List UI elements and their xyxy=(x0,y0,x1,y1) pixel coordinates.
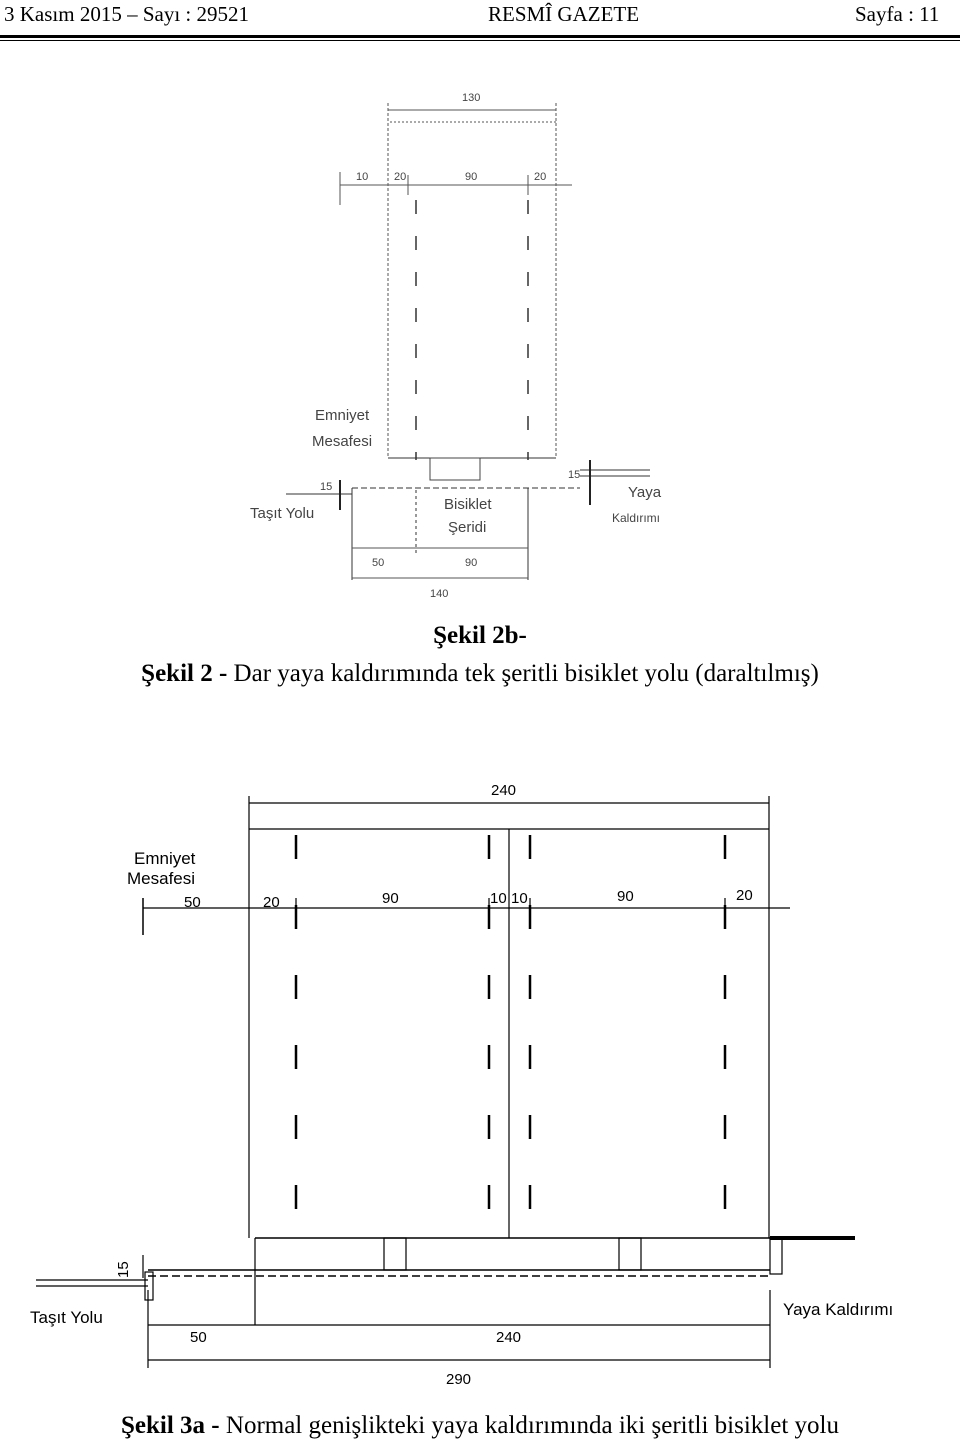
header-page: Sayfa : 11 xyxy=(855,2,940,26)
fig2b-dim-bottom-b: 90 xyxy=(465,557,477,569)
fig3a-dim-lane-right: 90 xyxy=(617,888,634,905)
fig3a-label-sidewalk: Yaya Kaldırımı xyxy=(783,1300,893,1319)
fig2b-dim-bottom-a: 50 xyxy=(372,557,384,569)
figure-2b-drawing: 130 10 20 90 20 15 15 50 90 140 Emniyet … xyxy=(250,92,662,600)
fig3a-label-safety-1: Emniyet xyxy=(134,849,196,868)
fig3a-dim-bottom-safety: 50 xyxy=(190,1329,207,1346)
fig3a-dim-edge-right: 20 xyxy=(736,887,753,904)
header-title: RESMÎ GAZETE xyxy=(488,2,640,26)
fig3a-dim-lane-left: 90 xyxy=(382,890,399,907)
fig3a-dim-total: 240 xyxy=(491,782,516,799)
fig3a-dim-safety: 50 xyxy=(184,894,201,911)
fig2b-dim-edge-right: 20 xyxy=(534,171,546,183)
fig2b-label-sidewalk-2: Kaldırımı xyxy=(612,511,660,525)
fig2b-dim-lane: 90 xyxy=(465,171,477,183)
fig3a-dim-center-right: 10 xyxy=(511,890,528,907)
fig3a-dim-bottom-total: 290 xyxy=(446,1371,471,1388)
fig3a-dim-center-left: 10 xyxy=(490,890,507,907)
fig2b-dim-safety: 10 xyxy=(356,171,368,183)
fig2b-label-safety-2: Mesafesi xyxy=(312,433,372,450)
fig3a-label-roadway: Taşıt Yolu xyxy=(30,1308,103,1327)
fig2b-label-safety-1: Emniyet xyxy=(315,407,370,424)
fig3a-dim-edge-left: 20 xyxy=(263,894,280,911)
fig2b-dim-edge-left: 20 xyxy=(394,171,406,183)
fig3a-dim-curb: 15 xyxy=(115,1261,132,1278)
fig2b-dim-curb-right: 15 xyxy=(568,469,580,481)
header-issue: 3 Kasım 2015 – Sayı : 29521 xyxy=(4,2,249,26)
fig3a-label-safety-2: Mesafesi xyxy=(127,869,195,888)
fig2b-subcaption: Şekil 2b- xyxy=(433,622,527,649)
fig3a-caption: Şekil 3a - Normal genişlikteki yaya kald… xyxy=(121,1412,839,1439)
header-rule-thin xyxy=(0,40,960,41)
fig2b-label-roadway: Taşıt Yolu xyxy=(250,505,314,522)
header-rule xyxy=(0,35,960,38)
fig2b-label-lane-2: Şeridi xyxy=(448,519,486,536)
fig3a-dim-bottom-width: 240 xyxy=(496,1329,521,1346)
fig2-caption: Şekil 2 - Dar yaya kaldırımında tek şeri… xyxy=(141,660,819,687)
fig2b-dim-bottom-total: 140 xyxy=(430,588,448,600)
fig2b-label-lane-1: Bisiklet xyxy=(444,496,492,513)
fig2b-dim-total: 130 xyxy=(462,92,480,104)
fig2b-dim-curb-left: 15 xyxy=(320,481,332,493)
fig2b-label-sidewalk-1: Yaya xyxy=(628,484,662,501)
